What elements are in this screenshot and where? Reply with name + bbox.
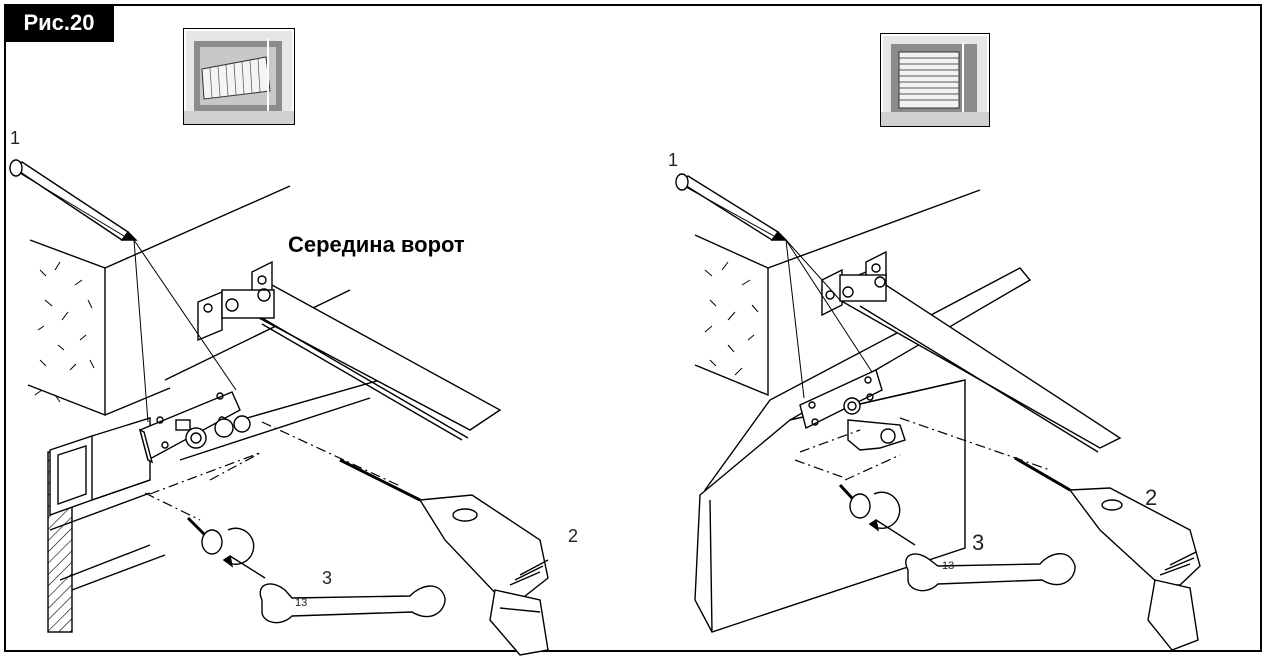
wrench-icon <box>905 553 1076 592</box>
pencil-icon <box>9 159 138 241</box>
drill-icon <box>418 494 549 656</box>
door-center-caption: Середина ворот <box>288 232 465 257</box>
callout-3-right: 3 <box>972 530 985 555</box>
wrench-size-right: 13 <box>942 560 955 572</box>
wall-texture <box>34 261 95 403</box>
left-panel <box>9 159 549 656</box>
sectional-garage-door-icon <box>880 33 990 127</box>
right-panel <box>675 173 1201 651</box>
wall-texture <box>704 261 759 376</box>
figure-label: Рис.20 <box>4 4 114 42</box>
tilting-garage-door-icon <box>183 28 295 125</box>
screw-icon <box>186 516 266 579</box>
callout-1-right: 1 <box>668 150 679 170</box>
callout-2-right: 2 <box>1145 485 1158 510</box>
pencil-icon <box>675 173 788 241</box>
callout-1-left: 1 <box>10 128 21 148</box>
screw-icon <box>838 483 916 546</box>
wrench-icon <box>259 583 446 624</box>
drill-icon <box>1068 487 1201 651</box>
callout-2-left: 2 <box>568 526 579 546</box>
callout-3-left: 3 <box>322 568 333 588</box>
wrench-size-left: 13 <box>295 597 308 609</box>
